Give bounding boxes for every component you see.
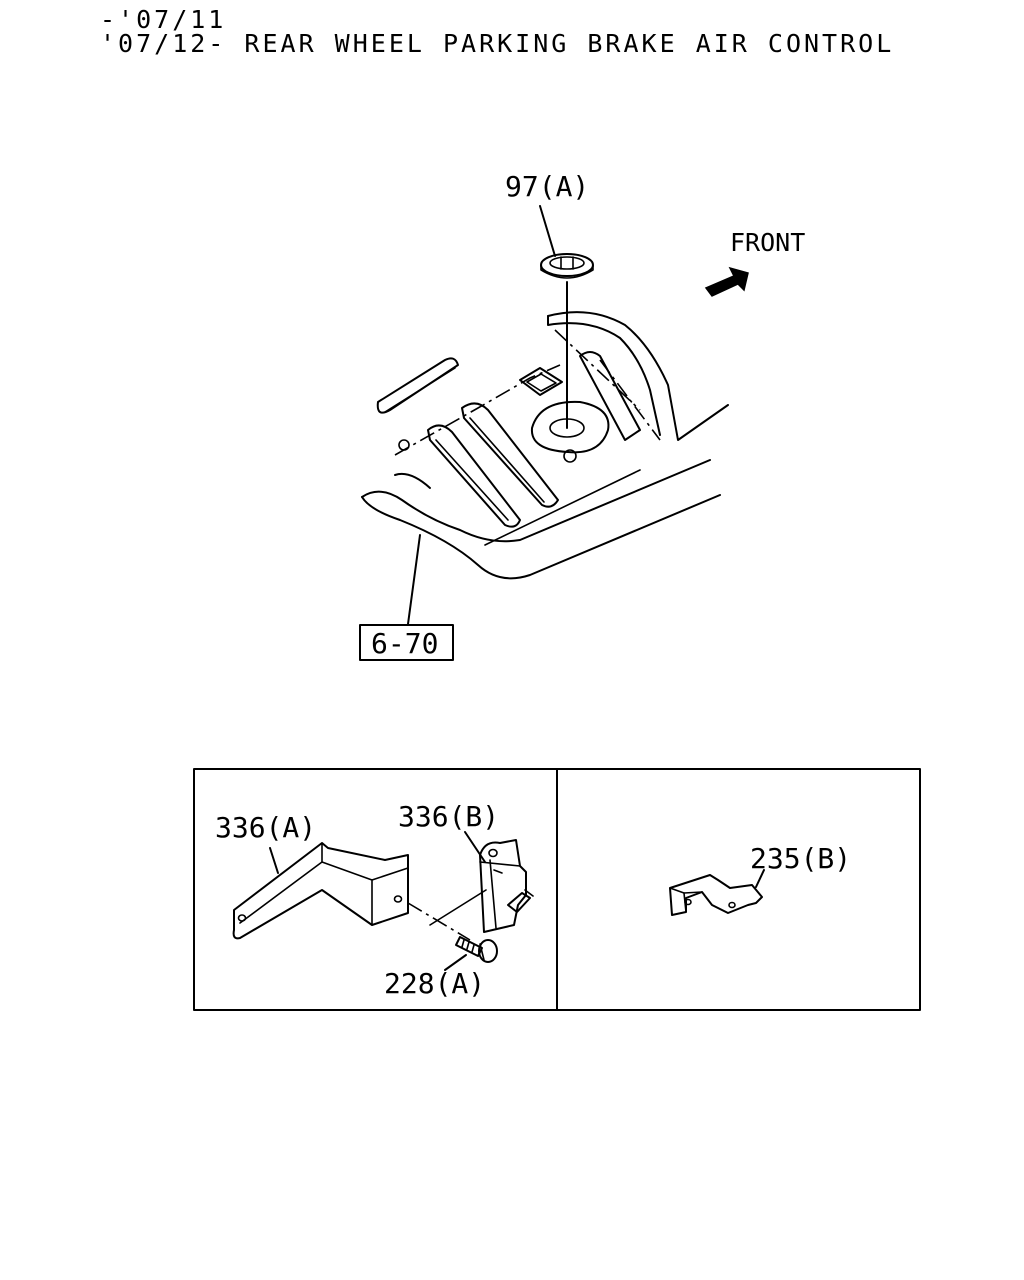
bolt-leader bbox=[444, 954, 467, 971]
front-arrow-icon bbox=[704, 266, 749, 297]
grommet-leader bbox=[539, 205, 556, 257]
bracket-336a bbox=[232, 842, 409, 940]
bolt-install-line bbox=[407, 902, 471, 941]
header-line-1: -'07/11 bbox=[100, 5, 226, 34]
header-title: '07/12- REAR WHEEL PARKING BRAKE AIR CON… bbox=[100, 29, 894, 58]
grommet-part bbox=[540, 253, 594, 279]
bolt-axis-line bbox=[429, 889, 487, 926]
callout-6-70: 6-70 bbox=[371, 627, 438, 660]
callout-235b: 235(B) bbox=[750, 842, 851, 875]
clip-leader bbox=[755, 869, 765, 888]
bracket-336b bbox=[479, 839, 534, 933]
bolt-228a bbox=[455, 936, 498, 963]
floor-panel bbox=[361, 311, 729, 580]
clip-235b bbox=[669, 874, 763, 916]
callout-97a: 97(A) bbox=[505, 170, 589, 203]
floor-ref-leader bbox=[407, 534, 421, 625]
bracket-336b-leader bbox=[464, 831, 486, 863]
bracket-336a-leader bbox=[269, 847, 279, 874]
callout-336a: 336(A) bbox=[215, 811, 316, 844]
floor-ref-box bbox=[359, 624, 454, 661]
front-direction-label: FRONT bbox=[730, 228, 805, 257]
callout-336b: 336(B) bbox=[398, 800, 499, 833]
callout-228a: 228(A) bbox=[384, 967, 485, 1000]
